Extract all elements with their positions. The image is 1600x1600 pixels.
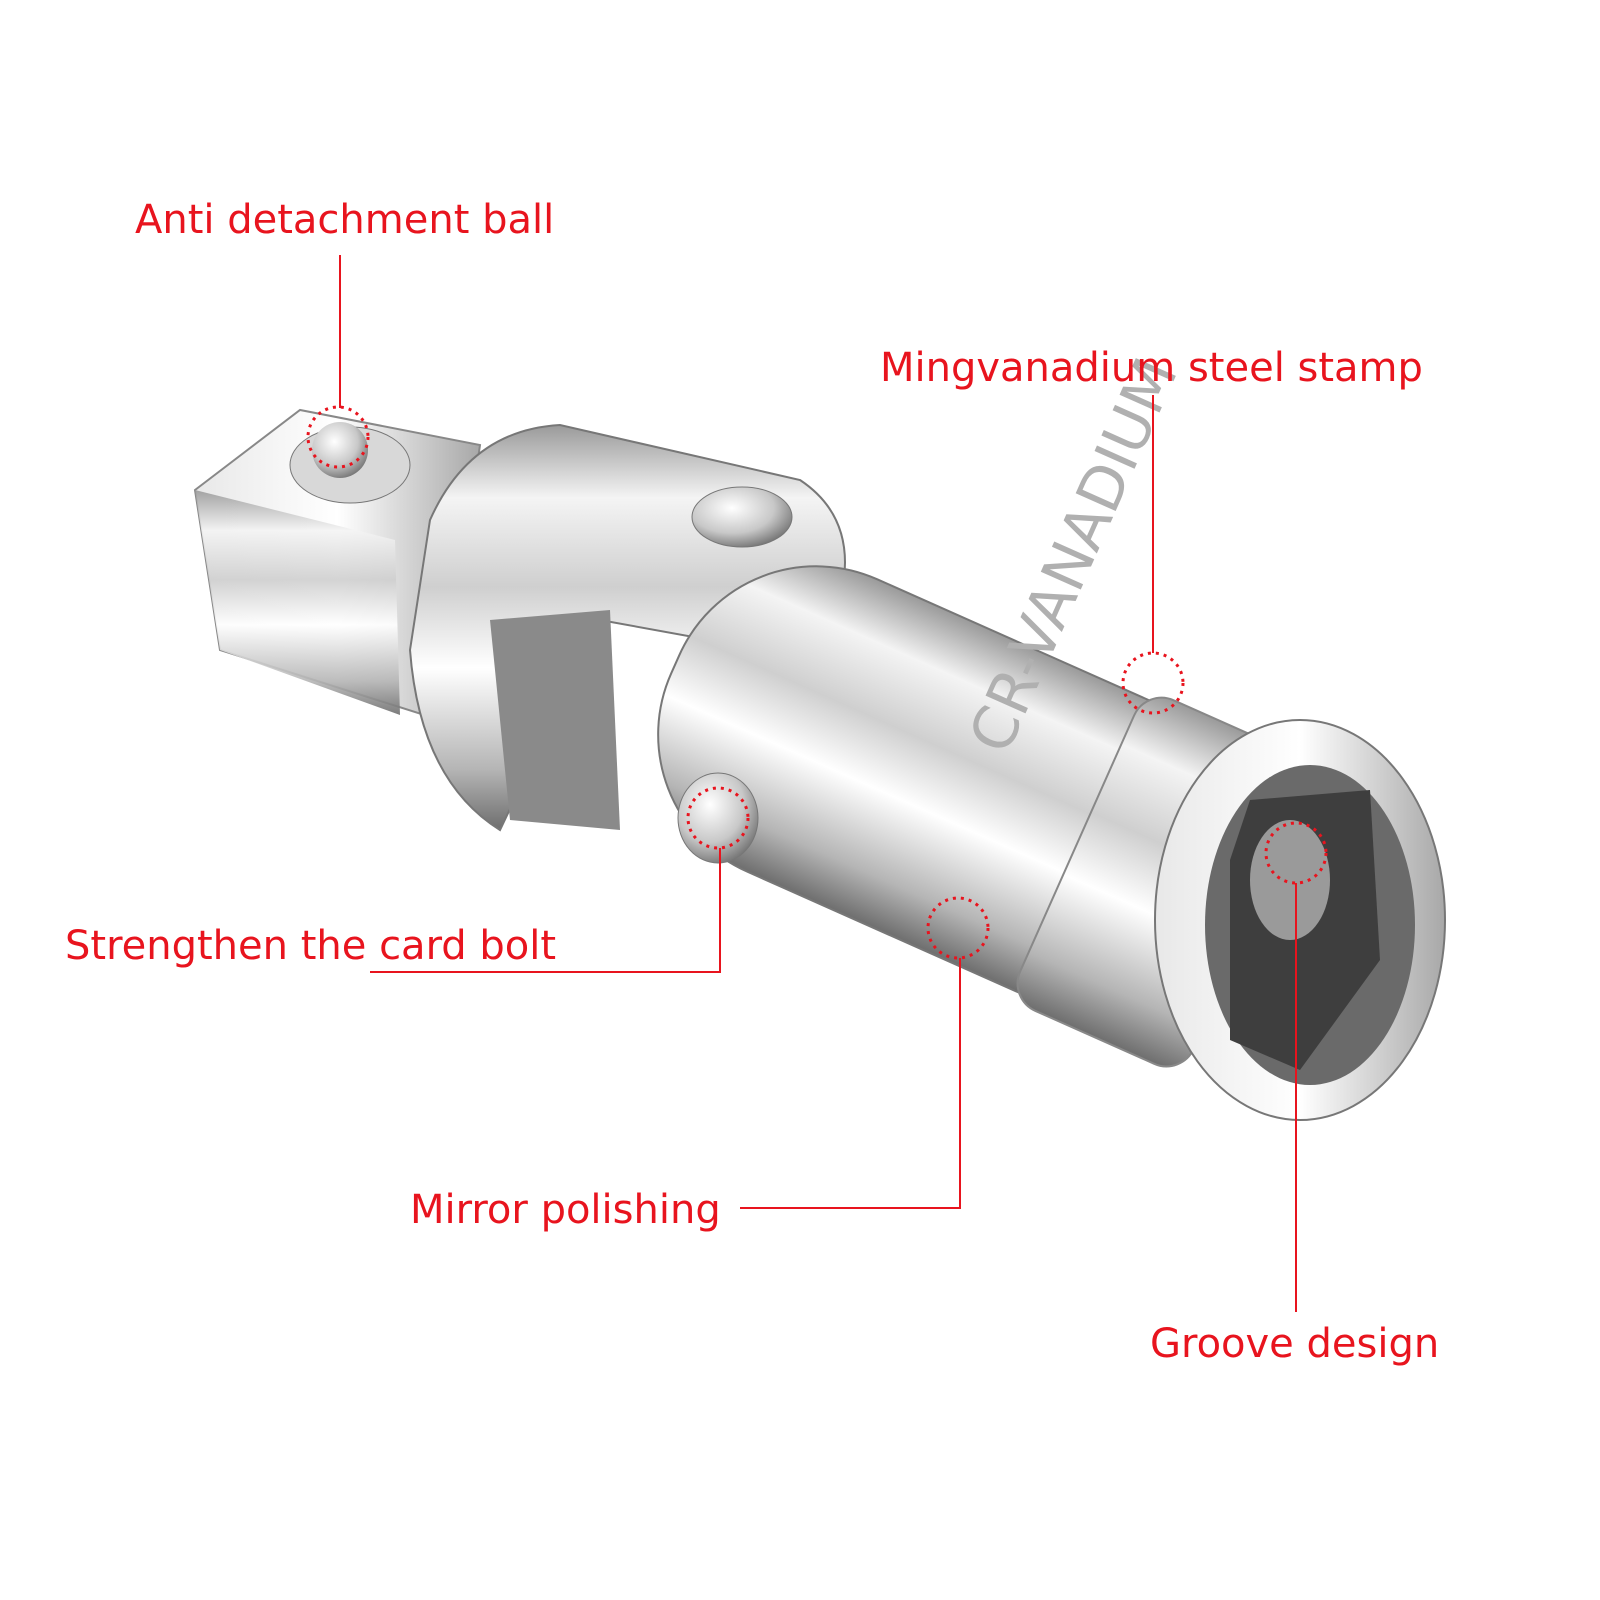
callout-steel-stamp: Mingvanadium steel stamp xyxy=(880,345,1423,391)
bolt-marker xyxy=(686,786,750,850)
polish-marker xyxy=(926,896,990,960)
callout-groove-design: Groove design xyxy=(1150,1321,1440,1367)
stamp-marker xyxy=(1121,651,1185,715)
upper-yoke xyxy=(408,423,846,832)
square-drive xyxy=(193,408,482,722)
callout-card-bolt: Strengthen the card bolt xyxy=(65,923,557,969)
callout-lines xyxy=(339,255,1297,1312)
callout-mirror-polishing: Mirror polishing xyxy=(410,1187,721,1233)
card-bolt xyxy=(677,772,759,864)
callout-anti-detachment-ball: Anti detachment ball xyxy=(135,197,555,243)
groove-marker xyxy=(1264,821,1328,885)
detent-ball xyxy=(312,422,368,478)
socket-end xyxy=(1154,719,1446,1121)
ball-marker xyxy=(306,405,370,469)
